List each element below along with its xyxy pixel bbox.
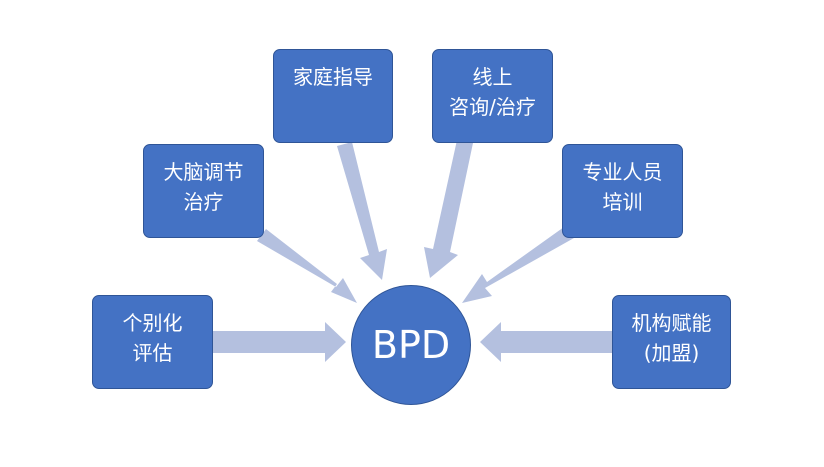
node-training: 专业人员 培训	[562, 144, 683, 238]
node-franchise-line2: (加盟)	[643, 341, 700, 365]
node-franchise-line1: 机构赋能	[631, 311, 712, 335]
node-assessment: 个别化 评估	[92, 295, 213, 389]
node-family: 家庭指导	[273, 49, 393, 143]
center-label: BPD	[371, 323, 451, 367]
arrow-brain-shape	[257, 229, 357, 303]
node-assessment-line2: 评估	[132, 341, 173, 365]
arrow-training-shape	[462, 227, 574, 303]
arrow-assessment-shape	[213, 322, 346, 362]
center-node-bpd: BPD	[351, 285, 471, 405]
node-online-line2: 咨询/治疗	[449, 95, 536, 119]
node-brain: 大脑调节 治疗	[143, 144, 264, 238]
node-online: 线上 咨询/治疗	[432, 49, 553, 143]
arrow-online-shape	[424, 140, 473, 278]
node-training-line1: 专业人员	[582, 160, 663, 184]
node-online-line1: 线上	[472, 65, 513, 89]
node-franchise: 机构赋能 (加盟)	[612, 295, 731, 389]
node-brain-line1: 大脑调节	[163, 160, 244, 184]
arrow-family-shape	[337, 142, 387, 280]
node-assessment-line1: 个别化	[122, 311, 183, 335]
arrow-franchise-shape	[480, 322, 612, 362]
node-training-line2: 培训	[602, 190, 643, 214]
node-brain-line2: 治疗	[183, 190, 224, 214]
node-family-line1: 家庭指导	[293, 65, 373, 89]
